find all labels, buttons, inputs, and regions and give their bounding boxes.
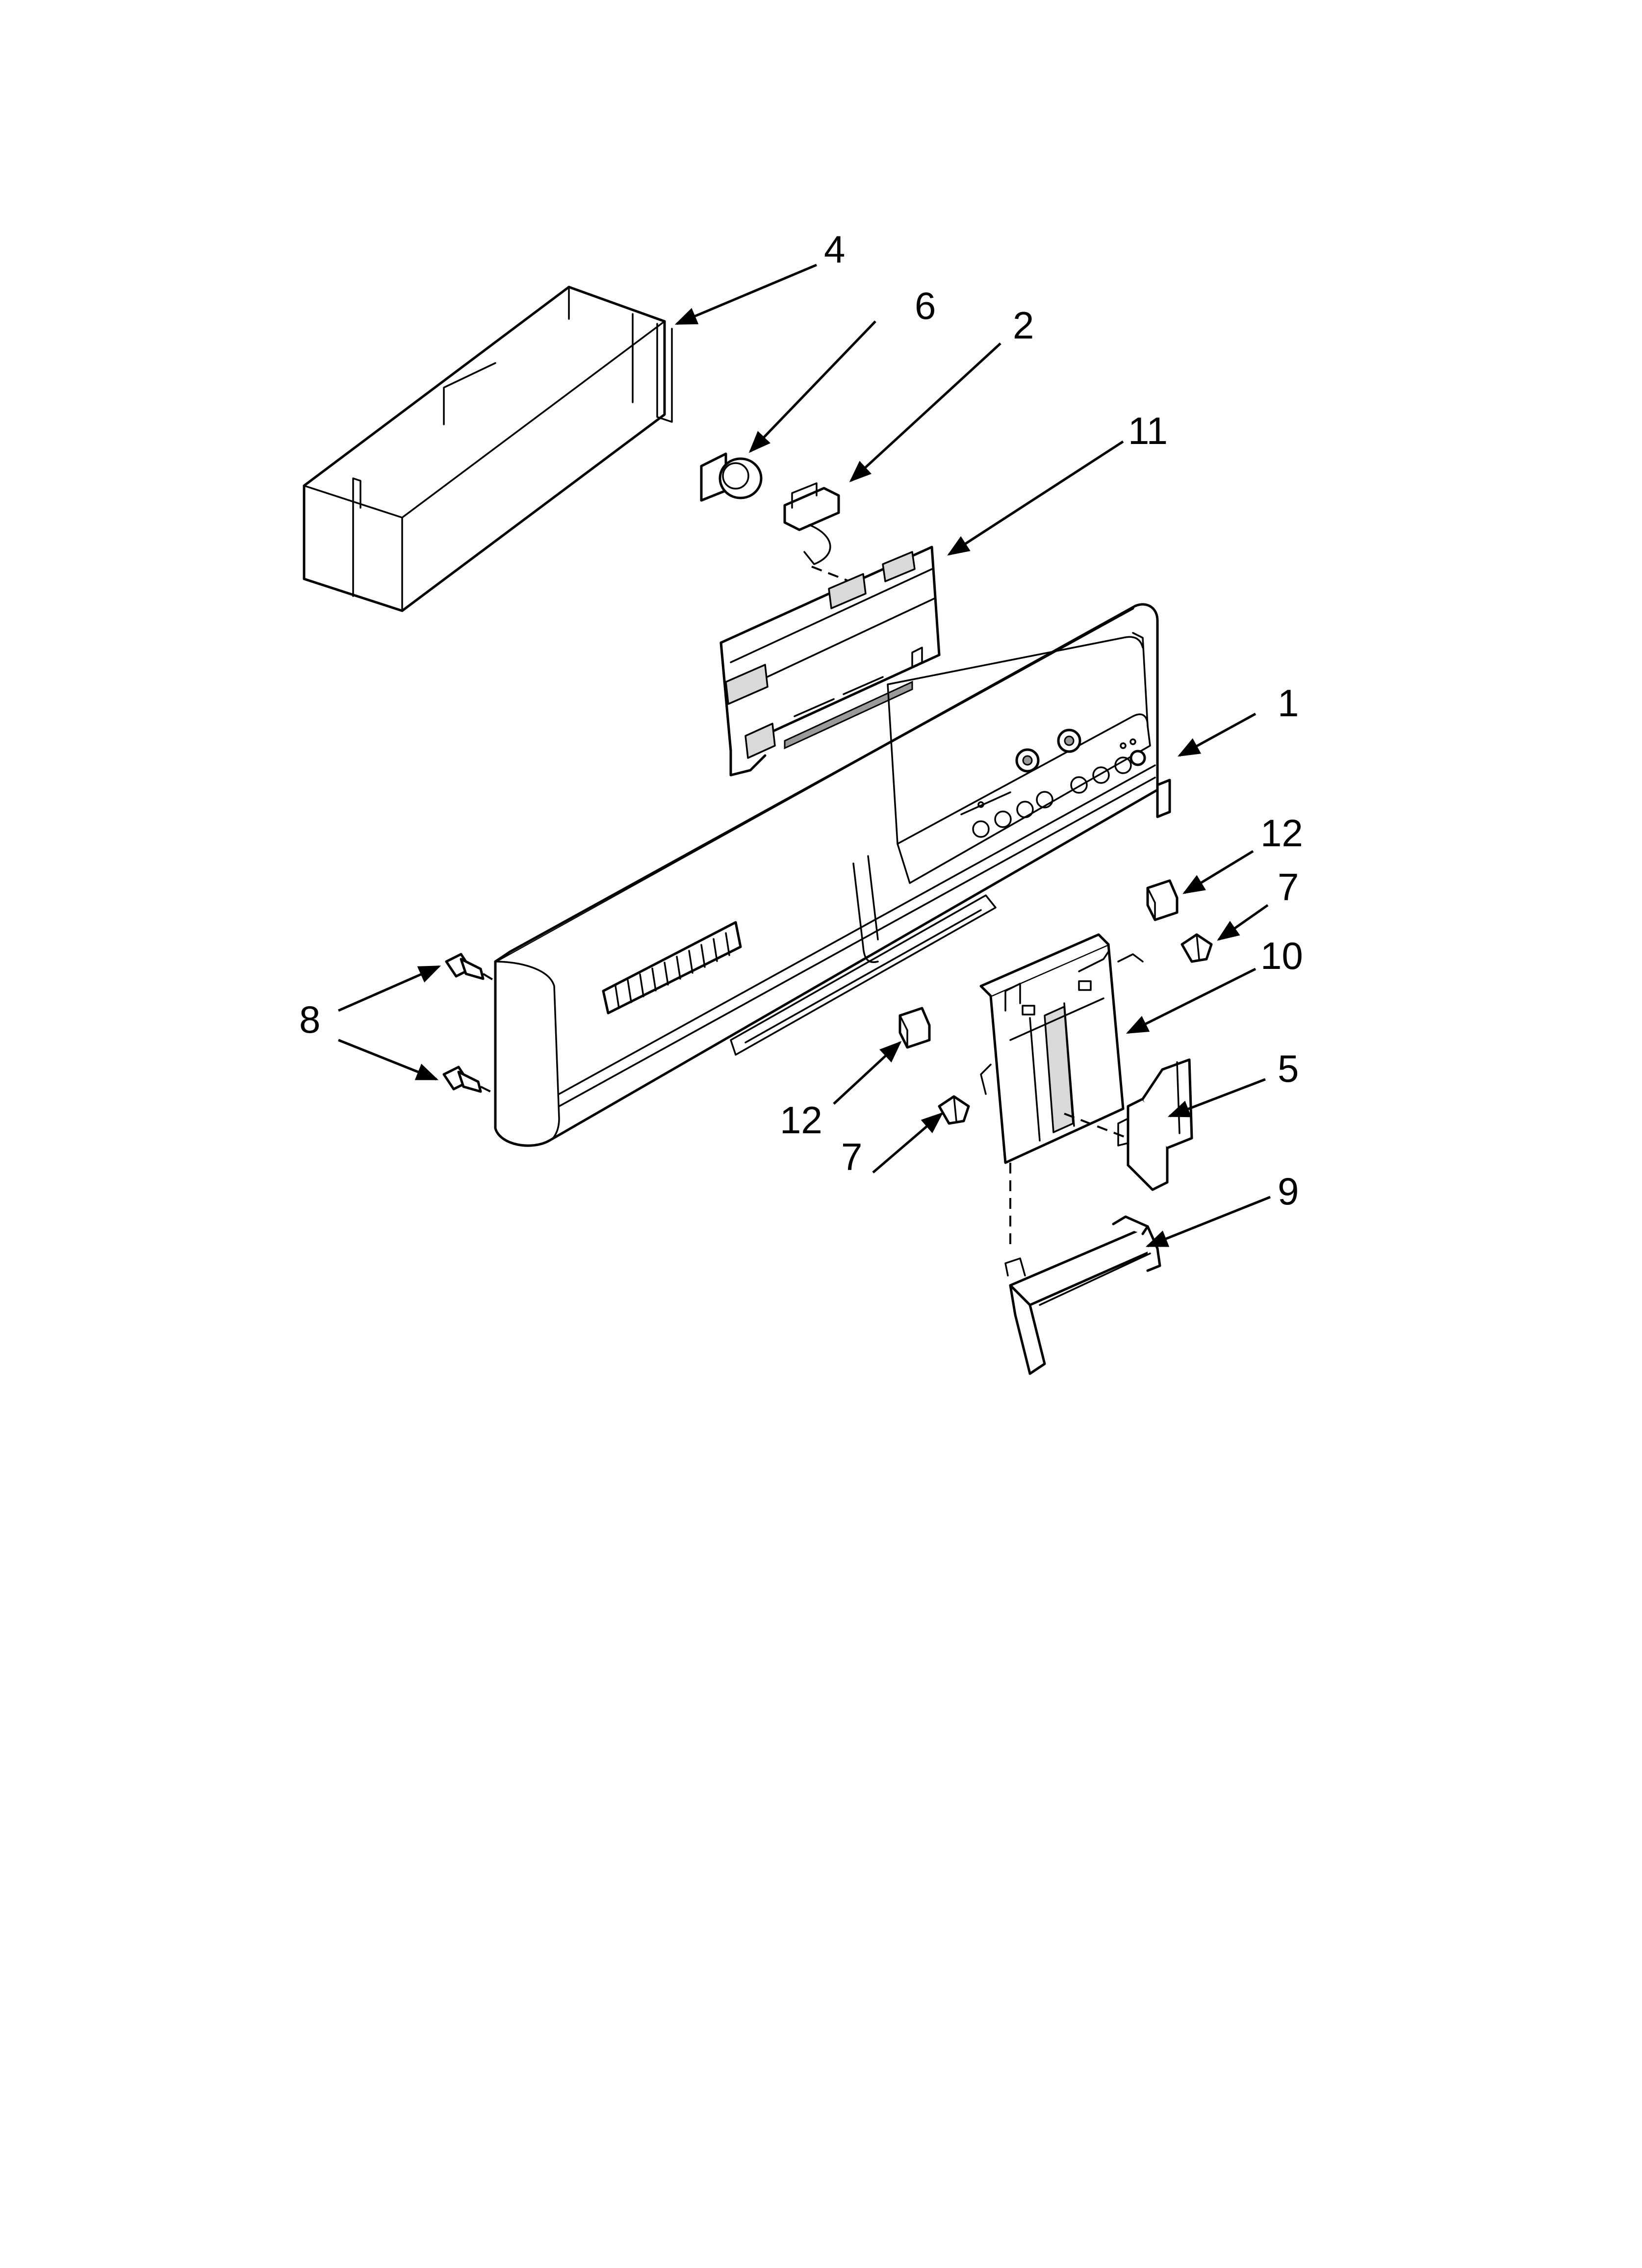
- part-12-clip-left: [898, 1007, 931, 1049]
- part-10-bracket: [979, 933, 1144, 1164]
- part-11-control-board: [719, 546, 941, 777]
- part-9-lower-bracket: [1004, 1215, 1161, 1375]
- console-buttons: [960, 729, 1146, 838]
- callout-8: 8: [299, 998, 320, 1041]
- leader-7-right: [1217, 904, 1269, 941]
- callout-9: 9: [1278, 1170, 1299, 1213]
- leader-5: [1167, 1078, 1266, 1118]
- leader-6: [748, 320, 876, 453]
- callout-12-right: 12: [1260, 811, 1303, 855]
- assembly-line-screw-lower: [480, 1086, 496, 1095]
- leader-2: [849, 342, 1001, 483]
- leader-12-right: [1182, 850, 1254, 894]
- leader-11: [947, 440, 1124, 556]
- leader-8-upper: [337, 965, 441, 1012]
- callout-labels: 4 6 2 11 1 12 7 10 8 5 12 7 9: [299, 228, 1303, 1213]
- part-8-screw-lower: [442, 1066, 482, 1093]
- callout-12-left: 12: [780, 1098, 822, 1142]
- leader-4: [674, 263, 817, 325]
- leader-1: [1178, 712, 1257, 757]
- leader-8-lower: [338, 1039, 439, 1081]
- part-7-screw-left: [938, 1095, 970, 1125]
- leader-12-left: [833, 1041, 902, 1105]
- part-2-clip: [783, 482, 840, 565]
- callout-7-right: 7: [1278, 865, 1299, 909]
- part-12-clip-right: [1146, 879, 1179, 921]
- leader-10: [1126, 967, 1257, 1034]
- part-8-screw-upper: [445, 953, 485, 980]
- callout-2: 2: [1013, 304, 1034, 347]
- callout-10: 10: [1260, 934, 1303, 977]
- callout-1: 1: [1278, 681, 1299, 725]
- callout-11: 11: [1128, 409, 1168, 452]
- leader-9: [1145, 1196, 1271, 1248]
- callout-4: 4: [824, 228, 845, 271]
- part-5-side-bracket: [1117, 1058, 1193, 1191]
- leader-lines: [337, 263, 1271, 1248]
- leader-7-left: [872, 1112, 944, 1173]
- part-4-shroud: [303, 286, 673, 612]
- callout-7-left: 7: [841, 1135, 862, 1178]
- callout-5: 5: [1278, 1047, 1299, 1090]
- assembly-line-screw-upper: [482, 973, 496, 982]
- callout-6: 6: [915, 284, 936, 327]
- part-6-thermal-fuse: [700, 452, 763, 502]
- part-7-screw-right: [1180, 933, 1213, 963]
- part-1-console-panel: [494, 603, 1171, 1147]
